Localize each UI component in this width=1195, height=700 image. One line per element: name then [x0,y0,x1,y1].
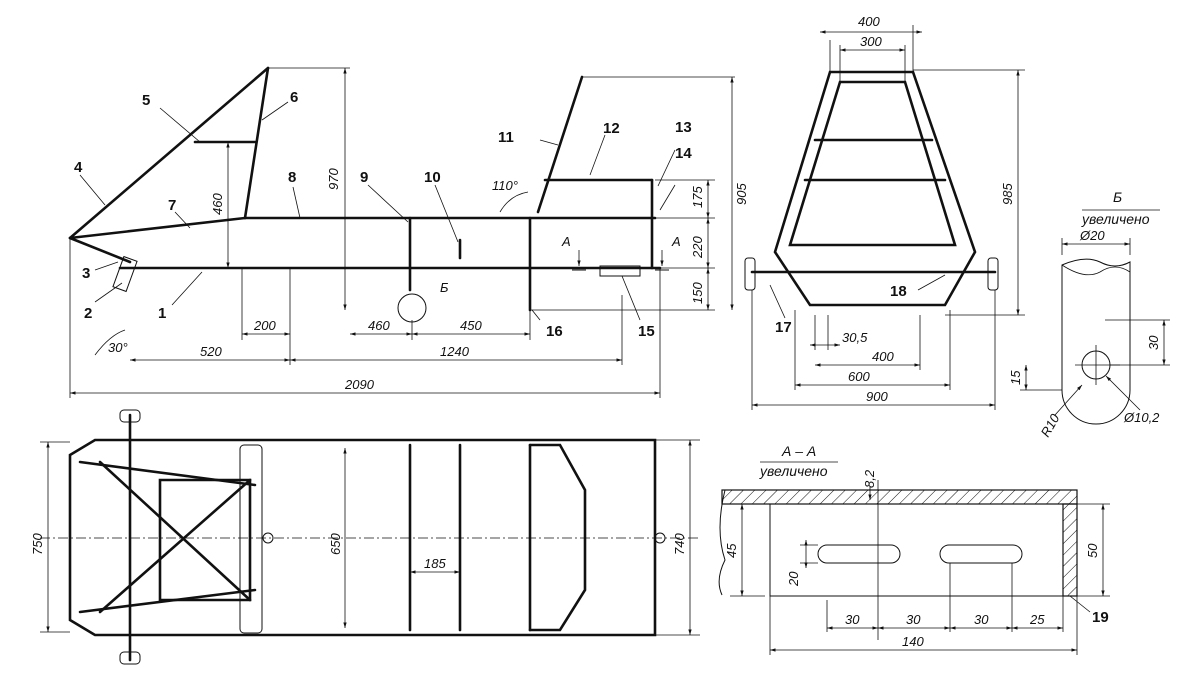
side-mount-2 [112,255,138,293]
part-label-6: 6 [290,89,298,106]
detail-b-dim-15: 15 [1008,370,1023,385]
side-wheel-hub [397,293,427,323]
plan-dim-740: 740 [672,533,687,555]
part-label-11: 11 [498,129,514,146]
dim-400-bottom: 400 [872,349,894,364]
side-view: 1 2 3 4 5 6 7 8 9 10 11 12 13 14 15 16 4… [68,66,749,398]
plan-wheel-bottom [119,651,141,665]
part-label-3: 3 [82,265,90,282]
detail-b-lug [1061,258,1131,425]
part-label-14: 14 [675,145,692,162]
detail-marker-b: Б [440,280,449,295]
section-aa-dim-30b: 30 [906,612,921,627]
part-label-13: 13 [675,119,692,136]
side-seat-back [536,75,584,214]
plan-cross-4 [98,478,252,614]
dim-450: 450 [460,318,482,333]
section-aa-subtitle: увеличено [759,463,828,479]
plan-dim-750: 750 [30,533,45,555]
dim-220: 220 [690,236,705,259]
plan-cross-3 [98,460,252,602]
part-label-15: 15 [638,323,655,340]
dim-1240: 1240 [440,344,470,359]
plan-seat-frame [239,444,263,634]
part-label-17: 17 [775,319,792,336]
dim-200: 200 [253,318,276,333]
front-hoop-outer [773,70,977,307]
section-aa-title: А – А [781,443,816,459]
section-aa-dim-8-2: 8,2 [862,469,877,488]
front-view: 400 300 985 30,5 400 600 900 17 18 [744,14,1025,410]
dim-970: 970 [326,168,341,190]
plan-dim-650: 650 [328,533,343,555]
side-nose-lower [68,236,132,264]
section-aa-dim-30c: 30 [974,612,989,627]
detail-b-dim-d20: Ø20 [1079,228,1105,243]
plan-seat-rear [528,443,587,632]
side-nose-upper [68,216,247,240]
dim-150: 150 [690,282,705,304]
dim-520: 520 [200,344,222,359]
dim-985: 985 [1000,183,1015,205]
plan-dim-185: 185 [424,556,446,571]
detail-b-title: Б [1113,189,1122,205]
part-label-12: 12 [603,120,620,137]
detail-b-dim-r10: R10 [1038,411,1063,440]
dim-300: 300 [860,34,882,49]
side-front-hoop-post [243,66,270,220]
detail-b-dim-30: 30 [1146,335,1161,350]
part-label-4: 4 [74,159,83,176]
detail-b-dim-d10-2: Ø10,2 [1123,410,1160,425]
section-aa-top-plate [721,489,1078,505]
part-label-2: 2 [84,305,92,322]
plan-cross-1 [78,460,257,487]
dim-460-bottom: 460 [368,318,390,333]
part-label-5: 5 [142,92,150,109]
section-marker-a-right: А [671,234,681,249]
side-front-hoop-diag [68,66,270,240]
section-aa-dim-45: 45 [724,543,739,558]
dim-460-left: 460 [210,193,225,215]
part-label-18: 18 [890,283,907,300]
section-aa-web [769,503,1064,597]
dim-angle-110: 110° [492,178,518,193]
section-aa-view: А – А увеличено 8,2 45 50 [718,443,1110,655]
dim-175: 175 [690,186,705,208]
section-marker-a-left: А [561,234,571,249]
part-label-16: 16 [546,323,563,340]
part-label-1: 1 [158,305,166,322]
section-aa-dim-30a: 30 [845,612,860,627]
dim-angle-30: 30° [108,340,128,355]
part-label-7: 7 [168,197,176,214]
dim-30-5: 30,5 [842,330,868,345]
part-label-19: 19 [1092,609,1109,626]
part-label-10: 10 [424,169,441,186]
section-aa-side-plate [1062,503,1078,597]
dim-905: 905 [734,183,749,205]
dim-600: 600 [848,369,870,384]
front-hoop-inner [788,80,957,247]
section-aa-dim-20: 20 [786,571,801,587]
plan-inner-frame-left [158,478,252,602]
section-aa-dim-25: 25 [1029,612,1045,627]
section-aa-slot-1 [817,544,901,564]
part-label-9: 9 [360,169,368,186]
dim-900: 900 [866,389,888,404]
front-wheel-left [744,257,756,291]
front-wheel-right [987,257,999,291]
plan-outer-frame [68,438,657,637]
section-aa-slot-2 [939,544,1023,564]
dim-400-top: 400 [858,14,880,29]
section-aa-dim-50: 50 [1085,543,1100,558]
side-bracket-15 [599,265,641,277]
detail-b-view: Б увеличено Ø20 30 15 R10 Ø10,2 [1008,189,1170,440]
section-aa-dim-140: 140 [902,634,924,649]
dim-2090: 2090 [344,377,375,392]
plan-wheel-top [119,409,141,423]
detail-b-subtitle: увеличено [1081,211,1150,227]
plan-cross-2 [78,588,257,614]
part-label-8: 8 [288,169,296,186]
plan-view: 750 650 740 185 [30,409,700,665]
